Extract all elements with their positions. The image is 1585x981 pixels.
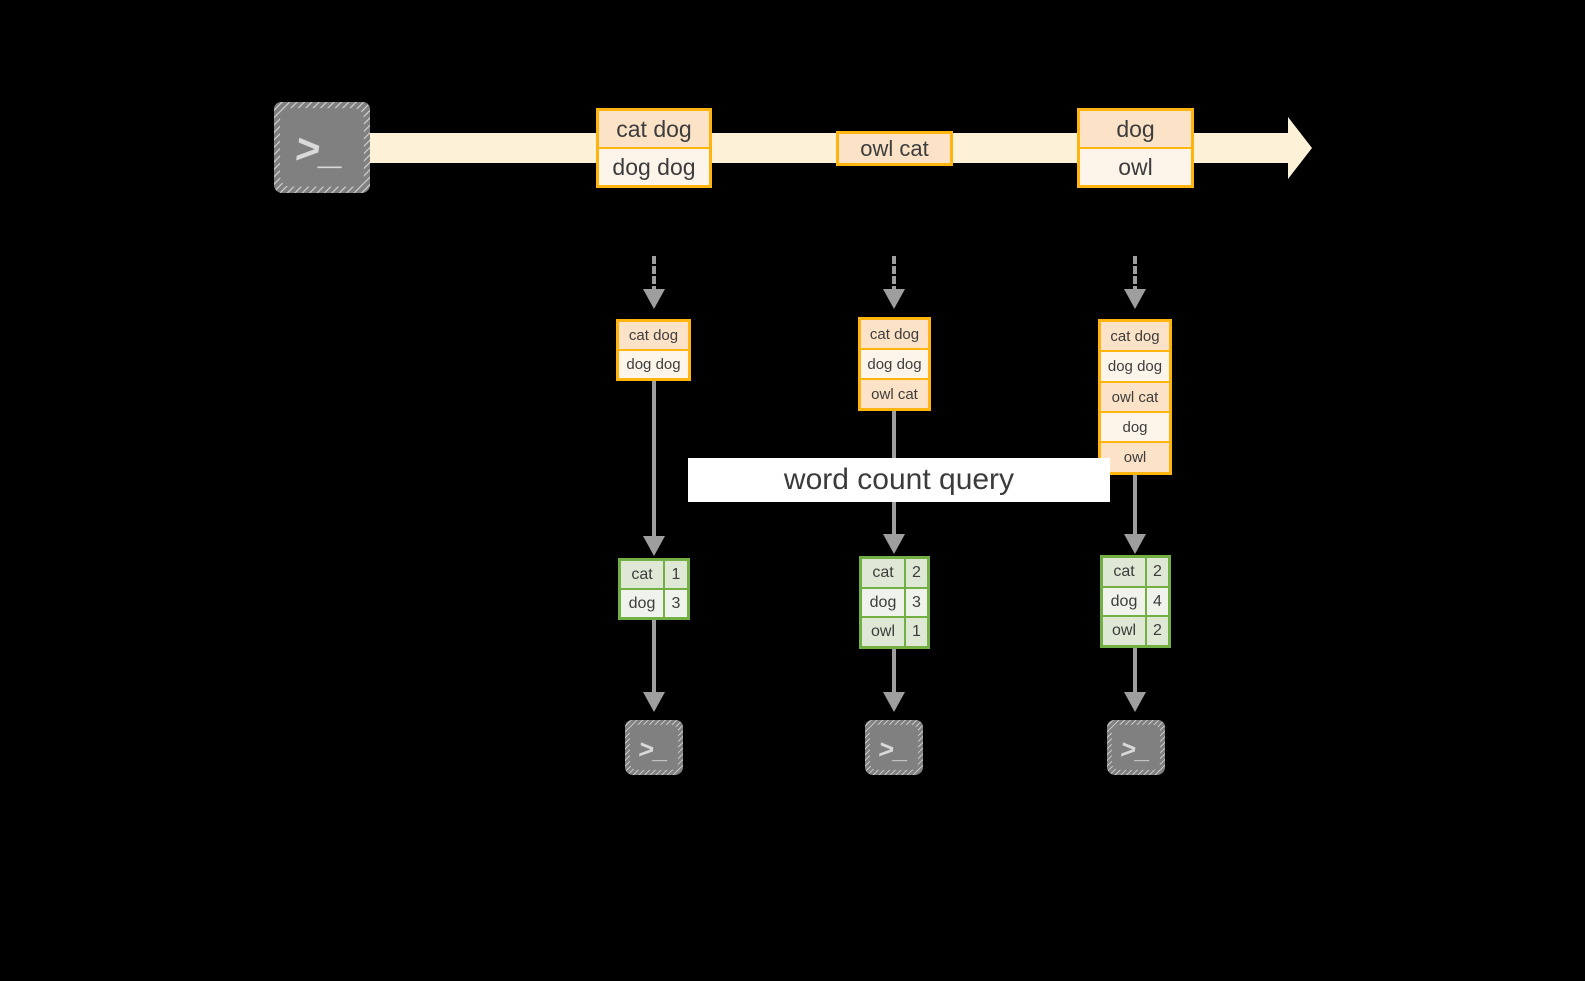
flow-connector — [652, 620, 656, 696]
flow-connector-dashed — [1133, 256, 1137, 294]
flow-arrow-down-icon — [1124, 692, 1146, 712]
query-banner: word count query — [688, 458, 1110, 502]
flow-connector-dashed — [652, 256, 656, 294]
result-word: owl — [1103, 617, 1147, 646]
terminal-prompt-glyph: >_ — [876, 734, 911, 764]
result-row: dog 4 — [1103, 585, 1168, 616]
flow-arrow-down-icon — [883, 534, 905, 554]
flow-connector-dashed — [892, 256, 896, 294]
result-word: cat — [1103, 558, 1147, 586]
snapshot-2-sink-terminal-icon: >_ — [858, 713, 930, 781]
result-row: cat 2 — [1103, 558, 1168, 586]
stream-record-2: owl cat — [836, 131, 953, 166]
snapshot-3-sink-terminal-icon: >_ — [1100, 713, 1172, 781]
snapshot-2-result-table: cat 2 dog 3 owl 1 — [859, 556, 930, 649]
result-count: 1 — [665, 561, 687, 588]
hatch-pattern — [1107, 720, 1165, 775]
hatch-pattern — [865, 720, 923, 775]
snapshot-input-line: dog — [1101, 411, 1169, 441]
stream-record-1: cat dog dog dog — [596, 108, 712, 188]
stream-record-line: dog dog — [599, 147, 709, 185]
snapshot-input-line: dog dog — [619, 349, 688, 378]
source-terminal-icon: >_ — [267, 95, 377, 199]
snapshot-1-result-table: cat 1 dog 3 — [618, 558, 690, 620]
result-count: 1 — [906, 618, 927, 647]
result-count: 2 — [1147, 617, 1168, 646]
stream-record-line: owl — [1080, 147, 1191, 185]
snapshot-1-sink-terminal-icon: >_ — [618, 713, 690, 781]
stream-record-line: dog — [1080, 111, 1191, 147]
result-row: owl 2 — [1103, 615, 1168, 646]
result-row: cat 2 — [862, 559, 927, 587]
result-count: 3 — [906, 588, 927, 617]
snapshot-input-line: owl cat — [1101, 381, 1169, 411]
result-word: dog — [862, 588, 906, 617]
result-word: dog — [1103, 587, 1147, 616]
flow-arrow-down-icon — [643, 692, 665, 712]
result-word: owl — [862, 618, 906, 647]
hatch-pattern — [625, 720, 683, 775]
terminal-prompt-glyph: >_ — [1118, 734, 1153, 764]
flow-arrow-down-icon — [883, 692, 905, 712]
flow-connector — [1133, 648, 1137, 696]
flow-connector — [652, 381, 656, 541]
result-row: cat 1 — [621, 561, 687, 588]
snapshot-1-input-table: cat dog dog dog — [616, 319, 691, 381]
stream-record-line: cat dog — [599, 111, 709, 147]
result-row: dog 3 — [621, 588, 687, 617]
stream-arrow-right-icon — [1288, 117, 1312, 179]
flow-connector — [892, 649, 896, 696]
result-row: owl 1 — [862, 616, 927, 647]
snapshot-input-line: owl cat — [861, 378, 928, 408]
snapshot-input-line: dog dog — [861, 348, 928, 378]
snapshot-input-line: cat dog — [861, 320, 928, 348]
flow-arrow-down-icon — [643, 289, 665, 309]
snapshot-3-result-table: cat 2 dog 4 owl 2 — [1100, 555, 1171, 648]
terminal-prompt-glyph: >_ — [292, 125, 348, 172]
result-row: dog 3 — [862, 586, 927, 617]
snapshot-input-line: cat dog — [619, 322, 688, 349]
flow-arrow-down-icon — [1124, 289, 1146, 309]
flow-arrow-down-icon — [1124, 534, 1146, 554]
flow-arrow-down-icon — [643, 536, 665, 556]
snapshot-input-line: cat dog — [1101, 322, 1169, 350]
result-word: cat — [862, 559, 906, 587]
flow-connector — [1133, 475, 1137, 541]
stream-record-line: owl cat — [839, 134, 950, 163]
result-count: 2 — [1147, 558, 1168, 586]
result-word: cat — [621, 561, 665, 588]
snapshot-input-line: owl — [1101, 441, 1169, 472]
result-count: 2 — [906, 559, 927, 587]
stream-record-3: dog owl — [1077, 108, 1194, 188]
snapshot-input-line: dog dog — [1101, 350, 1169, 381]
flow-arrow-down-icon — [883, 289, 905, 309]
result-count: 4 — [1147, 587, 1168, 616]
snapshot-3-input-table: cat dog dog dog owl cat dog owl — [1098, 319, 1172, 475]
result-count: 3 — [665, 590, 687, 617]
terminal-prompt-glyph: >_ — [636, 734, 671, 764]
result-word: dog — [621, 590, 665, 617]
snapshot-2-input-table: cat dog dog dog owl cat — [858, 317, 931, 411]
